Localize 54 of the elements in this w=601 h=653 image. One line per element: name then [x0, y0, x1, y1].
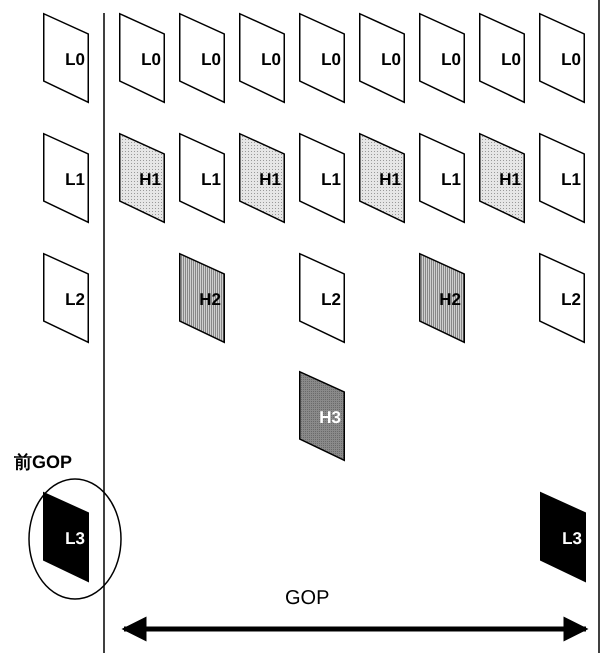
frame-label: H1 — [379, 170, 401, 190]
frame-label: L0 — [561, 50, 581, 70]
frame-label: L1 — [65, 170, 85, 190]
frame-parallelogram — [43, 13, 89, 103]
dimension-label: GOP — [285, 587, 330, 610]
frame-parallelogram — [479, 133, 525, 223]
frame-label: L1 — [321, 170, 341, 190]
frame-label: L0 — [65, 50, 85, 70]
frame-parallelogram — [119, 13, 165, 103]
frame-label: L2 — [321, 290, 341, 310]
frame-label: L0 — [261, 50, 281, 70]
frame-parallelogram — [43, 492, 89, 582]
frame-label: L0 — [321, 50, 341, 70]
frame-label: L0 — [201, 50, 221, 70]
frame-parallelogram — [43, 253, 89, 343]
frame-parallelogram — [359, 133, 405, 223]
frame-parallelogram — [539, 133, 585, 223]
frame-label: L0 — [141, 50, 161, 70]
frame-label: L0 — [381, 50, 401, 70]
frame-parallelogram — [299, 13, 345, 103]
frame-parallelogram — [419, 13, 465, 103]
frame-label: L1 — [201, 170, 221, 190]
frame-label: L0 — [441, 50, 461, 70]
frame-parallelogram — [43, 133, 89, 223]
frame-parallelogram — [119, 133, 165, 223]
frame-parallelogram — [239, 133, 285, 223]
frame-parallelogram — [239, 13, 285, 103]
frame-label: L1 — [441, 170, 461, 190]
frame-parallelogram — [540, 492, 586, 582]
frame-label: L1 — [561, 170, 581, 190]
frame-label: H2 — [199, 290, 221, 310]
group-heading: 前GOP — [14, 452, 72, 472]
frame-label: L3 — [65, 529, 85, 549]
frame-parallelogram — [299, 253, 345, 343]
frame-label: L3 — [562, 529, 582, 549]
frame-label: L2 — [65, 290, 85, 310]
frame-parallelogram — [179, 253, 225, 343]
frame-parallelogram — [479, 13, 525, 103]
frame-parallelogram — [419, 133, 465, 223]
frame-parallelogram — [359, 13, 405, 103]
frame-label: H3 — [319, 408, 341, 428]
frame-label: L0 — [501, 50, 521, 70]
frame-label: L2 — [561, 290, 581, 310]
frame-label: H2 — [439, 290, 461, 310]
frame-parallelogram — [539, 253, 585, 343]
frame-label: H1 — [499, 170, 521, 190]
frame-parallelogram — [179, 13, 225, 103]
frame-label: H1 — [259, 170, 281, 190]
frame-parallelogram — [539, 13, 585, 103]
frame-parallelogram — [179, 133, 225, 223]
frame-parallelogram — [299, 371, 345, 461]
frame-parallelogram — [419, 253, 465, 343]
frame-parallelogram — [299, 133, 345, 223]
frame-label: H1 — [139, 170, 161, 190]
